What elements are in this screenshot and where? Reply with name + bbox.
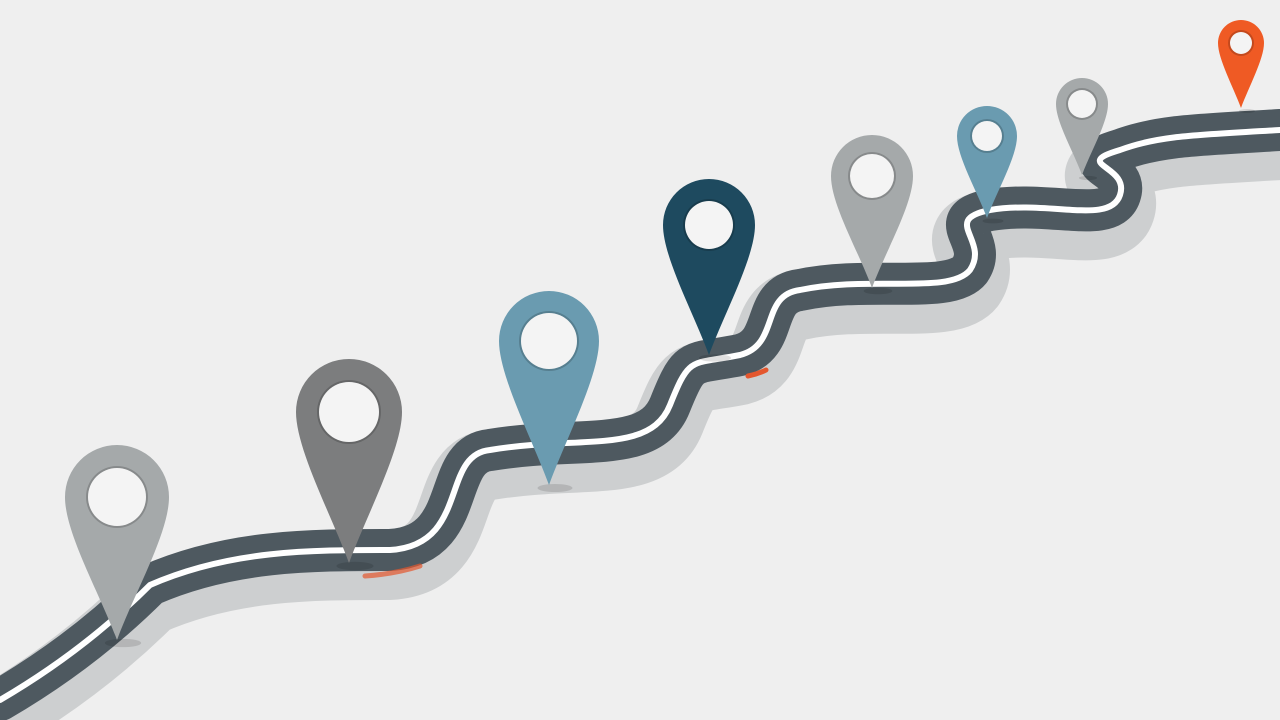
pin-shadow (537, 484, 573, 492)
pin-4-navy (663, 179, 755, 362)
pin-shadow (698, 354, 732, 362)
pin-8-orange (1218, 20, 1264, 113)
pin-hole (1068, 90, 1096, 118)
map-pin-icon (957, 106, 1017, 218)
road-center-line (0, 127, 1280, 703)
pin-hole (88, 468, 146, 526)
pin-hole (850, 154, 894, 198)
pin-6-light-blue (957, 106, 1017, 224)
pin-5-light-gray (831, 135, 913, 295)
pin-3-light-blue (499, 291, 599, 492)
pin-shadow (336, 561, 374, 571)
map-pin-icon (1218, 20, 1264, 108)
pin-hole (685, 201, 733, 249)
pin-hole (521, 313, 577, 369)
pin-shadow (104, 638, 142, 648)
pin-hole (972, 121, 1002, 151)
road-accent-1 (362, 563, 423, 579)
pin-2-dark-gray (296, 359, 402, 571)
road-accent-2 (745, 367, 769, 379)
pin-1-light-gray (65, 445, 169, 648)
pin-hole (319, 382, 379, 442)
pin-hole (1230, 32, 1252, 54)
winding-road (0, 109, 1280, 720)
pin-7-light-gray (1056, 78, 1108, 181)
pin-shadow (1238, 109, 1256, 113)
map-pins (65, 20, 1264, 648)
pin-shadow (1078, 175, 1098, 181)
pin-shadow (863, 287, 893, 295)
pin-shadow (982, 218, 1004, 224)
